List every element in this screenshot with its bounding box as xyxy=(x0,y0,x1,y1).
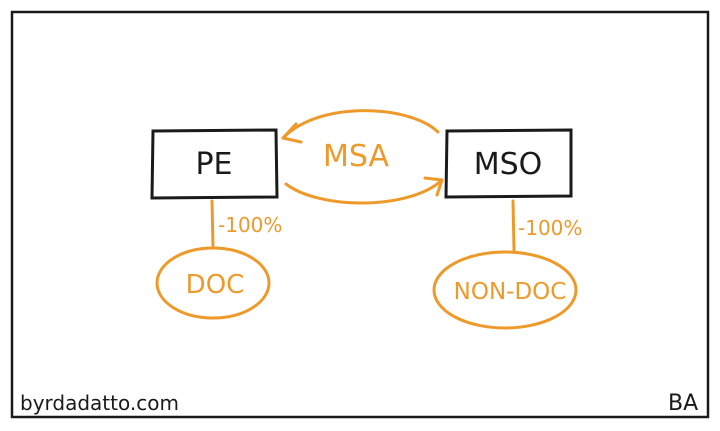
doc-ellipse xyxy=(155,246,271,320)
pe-label: PE xyxy=(195,147,232,182)
non-doc-ellipse xyxy=(432,250,578,330)
non-doc-label: NON-DOC xyxy=(454,279,567,305)
msa-label: MSA xyxy=(323,139,389,174)
pe-doc-line xyxy=(210,199,215,249)
site-credit: byrdadatto.com xyxy=(20,391,179,415)
frame-border xyxy=(10,10,710,419)
mso-nondoc-percent: -100% xyxy=(518,216,582,240)
mso-node: MSO xyxy=(444,128,573,199)
pe-box xyxy=(150,128,279,200)
msa-arrow-top xyxy=(281,109,440,140)
pe-doc-percent: -100% xyxy=(218,213,282,237)
mso-box xyxy=(444,128,573,199)
mso-label: MSO xyxy=(474,147,543,182)
doc-label: DOC xyxy=(186,270,245,300)
pe-node: PE xyxy=(150,128,279,200)
msa-arrow-bottom xyxy=(284,178,444,205)
arrowhead-right-icon xyxy=(423,176,444,197)
artist-initials: BA xyxy=(668,391,698,416)
arrowhead-left-icon xyxy=(281,122,303,144)
mso-nondoc-line xyxy=(511,199,516,252)
